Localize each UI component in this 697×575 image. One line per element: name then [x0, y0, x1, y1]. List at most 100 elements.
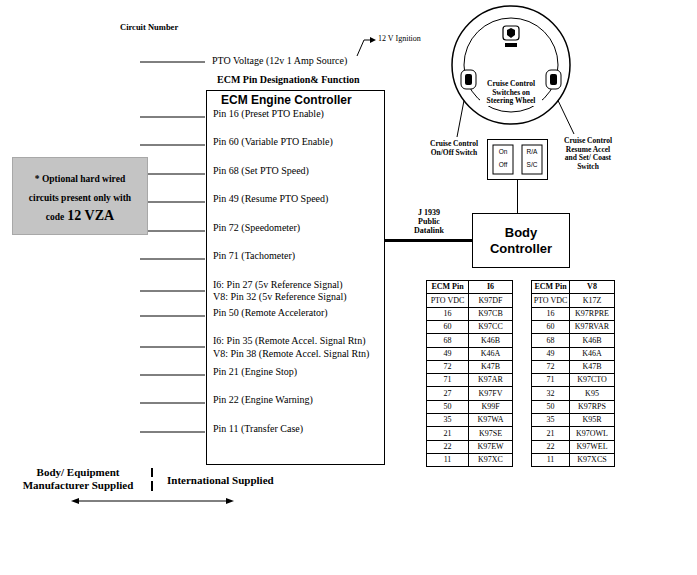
switch-wire [517, 180, 518, 213]
table-cell: 22 [426, 440, 469, 454]
switch-panel: OnOffR/AS/C [487, 139, 548, 180]
pin-label: Pin 16 (Preset PTO Enable) [213, 108, 324, 120]
circuit-line [140, 62, 205, 63]
table-cell: 72 [531, 360, 570, 374]
table-cell: 49 [426, 347, 469, 361]
table-cell: K46B [468, 333, 513, 348]
callout-label: Cruise Control Resume Accel and Set/ Coa… [559, 137, 617, 172]
circuit-line [140, 145, 205, 146]
table-cell: K17Z [569, 293, 615, 308]
table-cell: K97RPRE [569, 307, 615, 321]
wheel-rim [452, 6, 570, 124]
table-cell: 11 [426, 453, 469, 467]
switch-button [550, 74, 557, 85]
table-header-cell: ECM Pin [426, 280, 469, 294]
table-cell: 21 [531, 426, 570, 441]
table-cell: 35 [426, 413, 469, 427]
pin-label: Pin 71 (Tachometer) [213, 250, 295, 262]
table-cell: K47B [569, 360, 615, 374]
steering-wheel-drawing [450, 4, 572, 126]
note-box: * Optional hard wired circuits present o… [12, 157, 148, 235]
switch-position: R/A [522, 148, 542, 155]
double-arrow [78, 501, 227, 502]
table-cell: 32 [531, 386, 570, 401]
table-cell: K97XC [468, 453, 513, 467]
pin-label: I6: Pin 35 (Remote Accel. Signal Rtn) [213, 335, 365, 347]
switch-position: On [493, 148, 513, 155]
circuit-line [140, 117, 205, 118]
table-cell: K97FV [468, 386, 513, 401]
switch-pad [461, 70, 476, 89]
table-cell: K97RPS [569, 400, 615, 414]
table-header-cell: V8 [569, 280, 615, 294]
pin-label: V8: Pin 32 (5v Reference Signal) [213, 291, 347, 303]
table-cell: PTO VDC [426, 293, 469, 308]
circuit-lines [140, 62, 205, 432]
engine-controller-box: ECM Pin Designation& FunctionECM Engine … [206, 90, 385, 465]
table-cell: 50 [531, 400, 570, 414]
switch-button [465, 74, 472, 85]
option-code: 12 VZA [67, 208, 114, 223]
switch-position: S/C [522, 161, 542, 168]
table-cell: K97DF [468, 293, 513, 308]
supply-label: PTO Voltage (12v 1 Amp Source) [212, 55, 347, 67]
table-cell: 71 [426, 373, 469, 387]
arrow-head [226, 498, 234, 504]
table-cell: 68 [531, 333, 570, 348]
table-cell: K97WEL [569, 440, 615, 454]
pin-label: Pin 72 (Speedometer) [213, 222, 300, 234]
rocker-switch [493, 145, 513, 174]
circuit-line [140, 432, 205, 433]
supply-divider [151, 481, 153, 491]
table-cell: 72 [426, 360, 469, 374]
switch-drawing [488, 140, 547, 179]
table-cell: PTO VDC [531, 293, 570, 308]
table-cell: K97CB [468, 307, 513, 321]
table-cell: K97XCS [569, 453, 615, 467]
wheel-label: Cruise Control Switches on Steering Whee… [480, 80, 542, 106]
table-header-cell: I6 [468, 280, 513, 294]
circuit-line [140, 375, 205, 376]
circuit-line [140, 259, 205, 260]
table-cell: K46B [569, 333, 615, 348]
wheel-hub [464, 18, 558, 112]
table-cell: 49 [531, 347, 570, 361]
circuit-line [140, 347, 205, 348]
steering-wheel: Cruise Control Switches on Steering Whee… [450, 4, 572, 126]
table-cell: K97WA [468, 413, 513, 427]
edge-label: J 1939 Public Datalink [409, 208, 449, 236]
ignition-wire [357, 40, 370, 56]
table-cell: 16 [426, 307, 469, 321]
pin-label: Pin 68 (Set PTO Speed) [213, 165, 309, 177]
table-cell: K97CC [468, 320, 513, 334]
table-cell: K95R [569, 413, 615, 427]
pin-label: Pin 11 (Transfer Case) [213, 423, 303, 435]
table-cell: 60 [426, 320, 469, 334]
circuit-line [140, 174, 205, 175]
pin-label: V8: Pin 38 (Remote Accel. Signal Rtn) [213, 348, 369, 360]
table-cell: K99F [468, 400, 513, 414]
pin-label: Pin 60 (Variable PTO Enable) [213, 136, 333, 148]
body-controller-box: Body Controller [472, 213, 570, 268]
supply-label: 12 V Ignition [378, 34, 421, 43]
table-cell: K97AR [468, 373, 513, 387]
datalink-line [385, 239, 472, 242]
pin-label: Pin 49 (Resume PTO Speed) [213, 193, 328, 205]
pin-label: Pin 21 (Engine Stop) [213, 366, 297, 378]
table-header-cell: ECM Pin [531, 280, 570, 294]
callout-label: Cruise Control On/Off Switch [428, 140, 480, 157]
pin-label: I6: Pin 27 (5v Reference Signal) [213, 279, 343, 291]
table-cell: K47B [468, 360, 513, 374]
table-cell: 71 [531, 373, 570, 387]
arrow-head [370, 37, 376, 43]
box-label: Body Controller [485, 225, 557, 256]
rocker-switch [522, 145, 542, 174]
table-cell: K97OWL [569, 426, 615, 441]
switch-pad [546, 70, 561, 89]
circuit-line [140, 403, 205, 404]
column-heading: Circuit Number [120, 23, 178, 33]
table-cell: 22 [531, 440, 570, 454]
table-cell: 21 [426, 426, 469, 441]
table-cell: K95 [569, 386, 615, 401]
table-cell: 50 [426, 400, 469, 414]
